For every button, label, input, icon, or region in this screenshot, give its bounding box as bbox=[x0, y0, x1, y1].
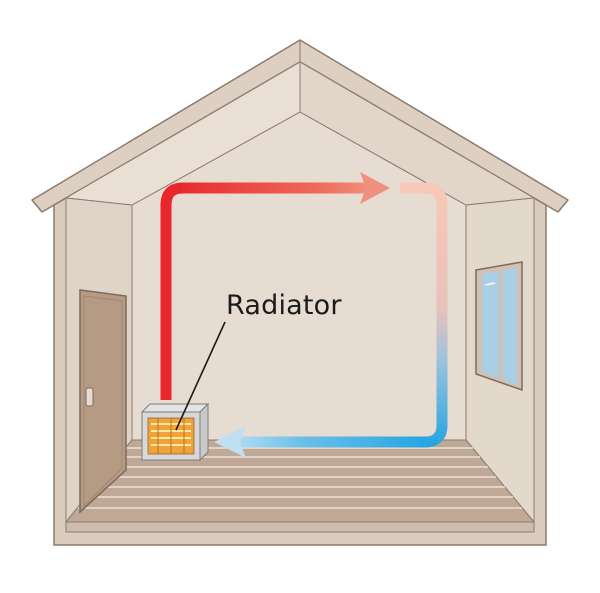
floor-boards bbox=[78, 447, 522, 509]
top-arrowhead-icon bbox=[360, 172, 390, 204]
air-arrow-right bbox=[240, 182, 448, 448]
hot-air-arrow-left bbox=[160, 182, 370, 400]
bottom-arrowhead-icon bbox=[214, 426, 246, 458]
floor-front-edge bbox=[65, 521, 535, 533]
window-glass bbox=[482, 271, 499, 378]
door bbox=[79, 289, 127, 514]
door-handle-icon bbox=[85, 387, 94, 407]
label-leader-line bbox=[175, 321, 226, 431]
floor bbox=[64, 439, 536, 523]
radiator-heater bbox=[140, 402, 210, 462]
radiator-label: Radiator bbox=[226, 290, 342, 321]
